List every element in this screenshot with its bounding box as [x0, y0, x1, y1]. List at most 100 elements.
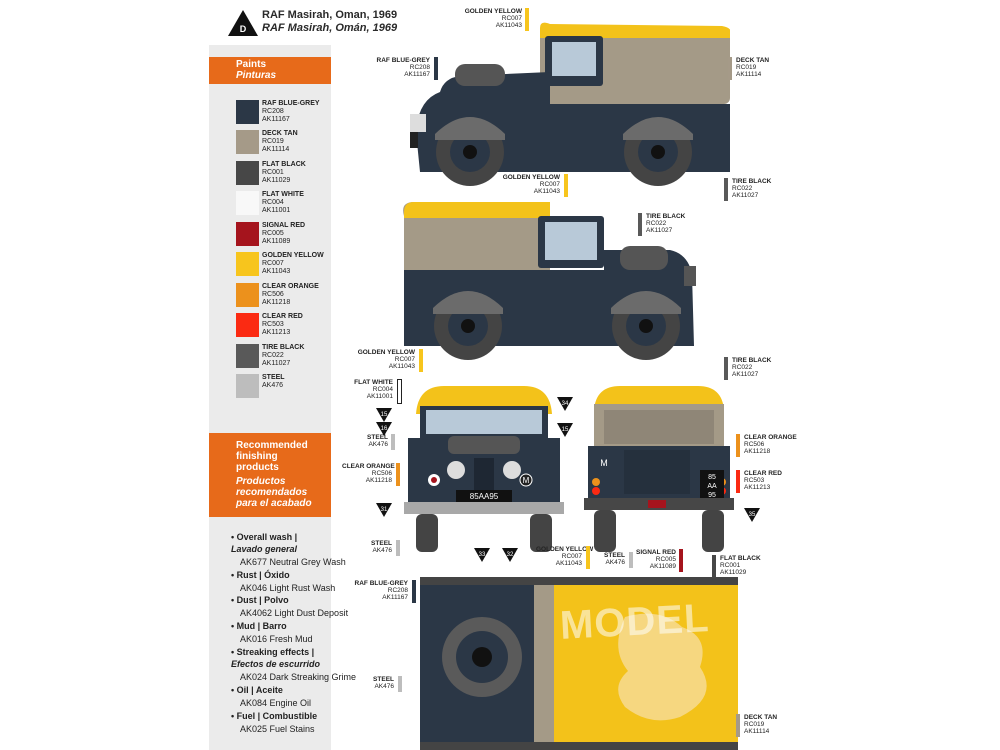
finishing-header	[209, 433, 331, 517]
front-view: M 85AA95	[404, 386, 564, 552]
top-view	[420, 577, 738, 750]
palette-swatch	[236, 161, 259, 185]
palette-code: AK476	[262, 382, 284, 389]
profile-marker-triangle: D	[228, 10, 258, 36]
palette-code: RC503	[262, 321, 284, 328]
finishing-product: AK025 Fuel Stains	[240, 724, 315, 734]
decal-number-marker: 31	[376, 503, 392, 517]
callout-chip-white	[397, 379, 402, 404]
rear-plate-mid: AA	[707, 483, 717, 490]
palette-item: GOLDEN YELLOW RC007 AK11043	[236, 252, 366, 276]
finishing-product: AK084 Engine Oil	[240, 698, 312, 708]
palette-code: RC005	[262, 230, 284, 237]
callout-chip-steel	[629, 552, 633, 568]
finishing-product: AK024 Dark Streaking Grime	[240, 672, 357, 682]
finishing-head: • Dust | Polvo	[231, 595, 289, 605]
callout-chip-blue-grey	[412, 580, 416, 603]
decal-number-marker: 32	[502, 548, 518, 562]
finishing-head-es: Lavado general	[231, 544, 298, 554]
rear-letter-decal: M	[600, 458, 608, 468]
profile-title-en: RAF Masirah, Oman, 1969	[262, 9, 398, 21]
finishing-title-es-2: recomendados	[236, 487, 308, 498]
palette-swatch	[236, 313, 259, 337]
palette-ak: AK11213	[262, 329, 291, 336]
palette-swatch	[236, 130, 259, 154]
finishing-head: • Streaking effects |	[231, 647, 315, 657]
sidebar-rough-edge	[320, 45, 331, 750]
palette-swatch	[236, 283, 259, 307]
palette-name: DECK TAN	[262, 130, 298, 137]
palette-ak: AK11089	[262, 238, 291, 245]
left-side-profile	[410, 22, 730, 186]
palette-name: CLEAR ORANGE	[262, 283, 319, 290]
svg-text:35: 35	[749, 512, 756, 518]
callout-chip-steel	[396, 540, 400, 556]
palette-name: CLEAR RED	[262, 313, 303, 320]
finishing-head-es: Efectos de escurrido	[231, 659, 321, 669]
finishing-head: • Mud | Barro	[231, 621, 287, 631]
finishing-head: • Overall wash |	[231, 532, 298, 542]
svg-text:15: 15	[562, 427, 569, 433]
paints-header	[209, 57, 331, 84]
finishing-head: • Oil | Aceite	[231, 685, 283, 695]
callout-chip-yellow	[586, 546, 590, 569]
palette-name: FLAT BLACK	[262, 161, 306, 168]
front-letter-decal: M	[523, 476, 530, 485]
callout-chip-yellow	[564, 174, 568, 197]
finishing-head: • Fuel | Combustible	[231, 711, 318, 721]
palette-name: SIGNAL RED	[262, 222, 306, 229]
palette-code: RC506	[262, 291, 284, 298]
finishing-product: AK4062 Light Dust Deposit	[240, 608, 349, 618]
decal-number-marker: 33	[474, 548, 490, 562]
palette-item: STEEL AK476	[236, 374, 366, 398]
decal-number-marker: 15	[557, 423, 573, 437]
finishing-head: • Rust | Óxido	[231, 570, 290, 580]
palette-ak: AK11029	[262, 177, 291, 184]
palette-ak: AK11167	[262, 116, 290, 123]
rear-view: M 85 AA 95	[584, 386, 734, 552]
finishing-product: AK677 Neutral Grey Wash	[240, 557, 346, 567]
profile-title-es: RAF Masirah, Omán, 1969	[262, 22, 398, 34]
sidebar-panel	[209, 45, 331, 750]
palette-item: CLEAR RED RC503 AK11213	[236, 313, 366, 337]
palette-item: CLEAR ORANGE RC506 AK11218	[236, 283, 366, 307]
watermark-text: MODEL	[558, 596, 711, 648]
callout-chip-yellow	[525, 8, 529, 31]
right-side-profile	[403, 202, 696, 360]
callout-chip-orange	[396, 463, 400, 486]
svg-text:32: 32	[507, 552, 514, 558]
decal-number-marker: 34	[557, 397, 573, 411]
paints-title-en: Paints	[236, 59, 267, 70]
svg-text:33: 33	[479, 552, 486, 558]
callout-chip-signal-red	[679, 549, 683, 572]
palette-ak: AK11043	[262, 268, 291, 275]
finishing-product: AK046 Light Rust Wash	[240, 583, 336, 593]
decal-number-marker: 16	[376, 422, 392, 436]
palette-swatch	[236, 252, 259, 276]
svg-text:34: 34	[562, 401, 569, 407]
callout-chip-deck-tan	[736, 714, 740, 737]
rear-plate-top: 85	[708, 474, 716, 481]
palette-code: RC001	[262, 169, 284, 176]
finishing-title-en-1: Recommended	[236, 440, 308, 451]
palette-item: RAF BLUE-GREY RC208 AK11167	[236, 100, 366, 124]
palette-item: TIRE BLACK RC022 AK11027	[236, 344, 366, 368]
palette-swatch	[236, 374, 259, 398]
palette-name: RAF BLUE-GREY	[262, 100, 320, 107]
palette-swatch	[236, 100, 259, 124]
callout-chip-steel	[398, 676, 402, 692]
